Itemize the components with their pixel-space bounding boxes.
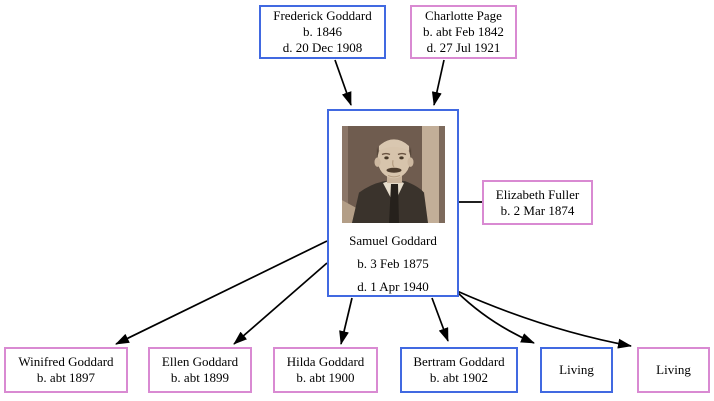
person-node-charlotte-page[interactable]: Charlotte Page b. abt Feb 1842 d. 27 Jul… <box>410 5 517 59</box>
death-date: d. 1 Apr 1940 <box>357 279 429 294</box>
person-node-bertram-goddard[interactable]: Bertram Goddard b. abt 1902 <box>400 347 518 393</box>
person-name: Winifred Goddard <box>18 354 114 369</box>
person-name: Ellen Goddard <box>161 354 239 369</box>
person-name: Elizabeth Fuller <box>495 186 580 202</box>
person-node-living-female[interactable]: Living <box>637 347 710 393</box>
birth-date: b. 3 Feb 1875 <box>357 256 429 271</box>
person-node-ellen-goddard[interactable]: Ellen Goddard b. abt 1899 <box>148 347 252 393</box>
edge-samuel-to-winifred <box>115 240 328 345</box>
person-node-samuel-goddard[interactable]: Samuel Goddard b. 3 Feb 1875 d. 1 Apr 19… <box>327 109 459 297</box>
birth-date: b. abt 1902 <box>429 370 489 385</box>
person-name: Charlotte Page <box>425 8 502 23</box>
person-name: Hilda Goddard <box>286 354 365 369</box>
person-node-frederick-goddard[interactable]: Frederick Goddard b. 1846 d. 20 Dec 1908 <box>259 5 386 59</box>
edge-charlotte-to-samuel <box>431 59 445 106</box>
birth-date: b. abt Feb 1842 <box>423 24 504 39</box>
birth-date: b. abt 1900 <box>296 370 355 385</box>
person-node-elizabeth-fuller[interactable]: Elizabeth Fuller b. 2 Mar 1874 <box>482 180 593 225</box>
person-node-living-male[interactable]: Living <box>540 347 613 393</box>
birth-date: b. 2 Mar 1874 <box>500 202 575 218</box>
death-date: d. 20 Dec 1908 <box>282 40 363 55</box>
birth-date: b. abt 1897 <box>36 370 96 385</box>
person-name: Samuel Goddard <box>349 233 437 248</box>
birth-date: b. abt 1899 <box>170 370 230 385</box>
person-name: Living <box>559 362 594 377</box>
edge-samuel-to-ellen <box>233 262 328 345</box>
edge-frederick-to-samuel <box>334 59 352 106</box>
edge-samuel-to-living1 <box>456 291 535 344</box>
person-name: Frederick Goddard <box>273 8 372 23</box>
samuel-portrait-photo <box>341 126 445 223</box>
death-date: d. 27 Jul 1921 <box>426 40 501 55</box>
person-name: Living <box>656 362 691 377</box>
person-node-hilda-goddard[interactable]: Hilda Goddard b. abt 1900 <box>273 347 378 393</box>
edge-samuel-to-living2 <box>456 290 632 349</box>
birth-date: b. 1846 <box>303 24 342 39</box>
person-name: Bertram Goddard <box>413 354 505 369</box>
person-node-winifred-goddard[interactable]: Winifred Goddard b. abt 1897 <box>4 347 128 393</box>
edge-samuel-to-bertram <box>431 297 449 342</box>
edge-samuel-to-hilda <box>339 297 353 345</box>
